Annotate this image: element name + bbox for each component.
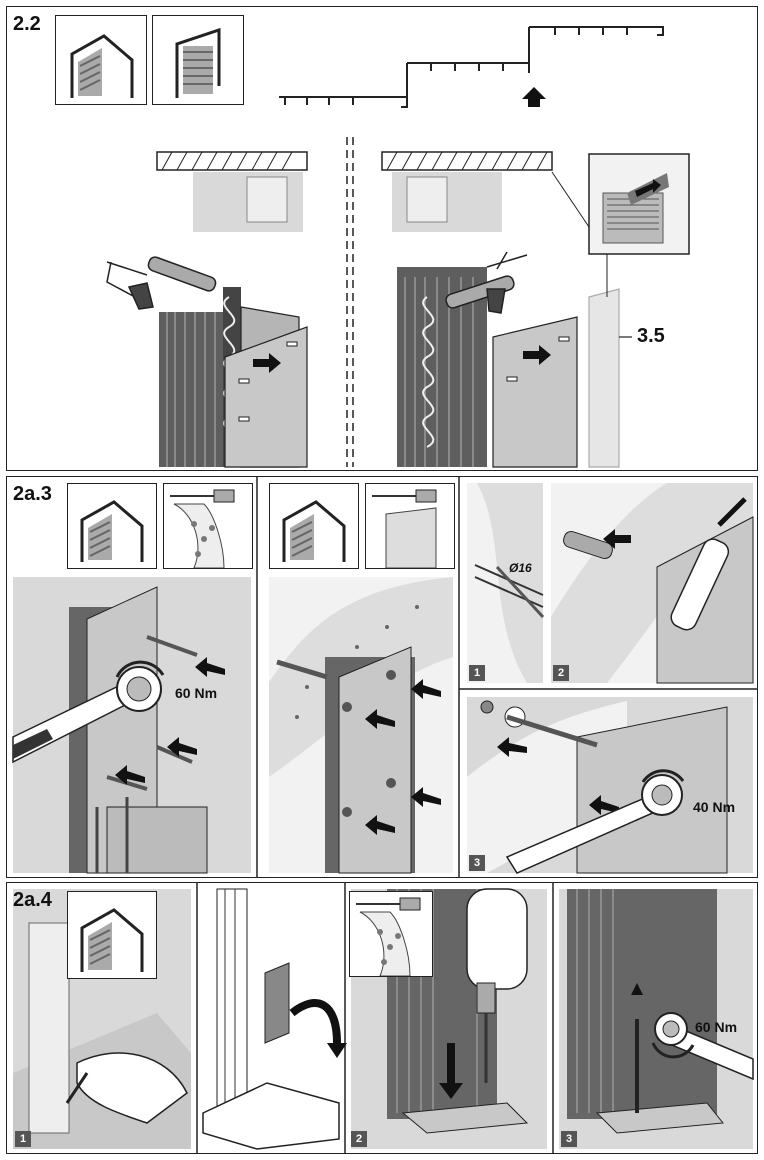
section-2-2-illustration bbox=[106, 26, 690, 468]
drill-diameter: Ø16 bbox=[509, 561, 532, 575]
arrow-b3 bbox=[411, 787, 441, 807]
up-arrow bbox=[522, 87, 546, 107]
reference-label: 3.5 bbox=[637, 325, 665, 347]
frame-profile-icon bbox=[269, 483, 359, 569]
section-2a-4-illustration bbox=[13, 883, 754, 1153]
frame-column-left bbox=[159, 287, 308, 468]
wrench-a bbox=[12, 660, 165, 764]
section-2-2: 2.2 3.5 bbox=[6, 6, 758, 471]
section-label: 2a.4 bbox=[13, 889, 52, 911]
arrow-a3 bbox=[115, 765, 145, 785]
torque-label-60: 60 Nm bbox=[695, 1019, 738, 1035]
section-2a-3-illustration bbox=[12, 477, 757, 877]
ceiling-left bbox=[156, 151, 308, 232]
column-a bbox=[69, 586, 208, 874]
section-label: 2.2 bbox=[13, 13, 41, 35]
arrow-b1 bbox=[411, 679, 441, 699]
frame-column-right bbox=[397, 267, 578, 468]
frame-profile-icon bbox=[67, 483, 157, 569]
section-2a-4: 2a.4 60 Nm 1 2 3 bbox=[6, 882, 758, 1154]
concrete-drill-icon bbox=[349, 891, 433, 977]
step-badge-2: 2 bbox=[351, 1131, 367, 1147]
step-badge-3: 3 bbox=[561, 1131, 577, 1147]
section-2a-3: 2a.3 bbox=[6, 476, 758, 878]
concrete-drill-icon bbox=[163, 483, 253, 569]
frame-profile-icon bbox=[55, 15, 147, 105]
step-badge-3: 3 bbox=[469, 855, 485, 871]
reference-column bbox=[588, 288, 620, 468]
arrow-a2 bbox=[167, 737, 197, 757]
rail-profiles bbox=[279, 26, 664, 108]
steel-drill-icon bbox=[365, 483, 455, 569]
step-badge-1: 1 bbox=[15, 1131, 31, 1147]
ceiling-right bbox=[381, 151, 553, 232]
arrow-a1 bbox=[195, 657, 225, 677]
torque-label-60: 60 Nm bbox=[175, 685, 218, 701]
frame-profile-icon bbox=[67, 891, 157, 979]
arrow-b2 bbox=[365, 709, 395, 729]
torque-label-40: 40 Nm bbox=[693, 799, 736, 815]
step-badge-2: 2 bbox=[553, 665, 569, 681]
sectional-door-icon bbox=[152, 15, 244, 105]
step-badge-1: 1 bbox=[469, 665, 485, 681]
section-label: 2a.3 bbox=[13, 483, 52, 505]
caulk-gun-left bbox=[106, 256, 217, 310]
arrow-b4 bbox=[365, 815, 395, 835]
caulk-gun-right bbox=[445, 251, 528, 314]
column-b bbox=[276, 646, 415, 874]
